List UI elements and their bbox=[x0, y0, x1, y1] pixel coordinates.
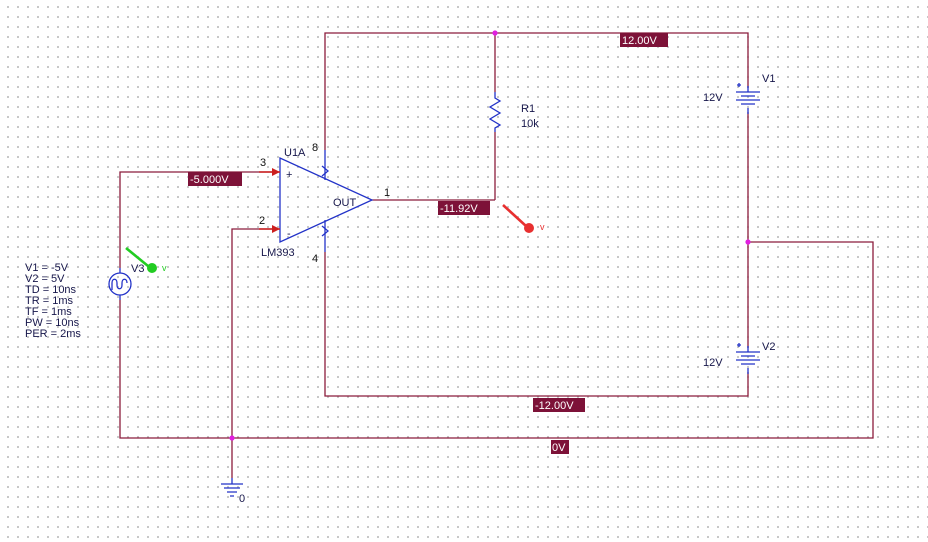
voltage-probe-green[interactable]: v bbox=[125, 246, 167, 273]
voltage-label-bg bbox=[551, 440, 569, 454]
source-param-v1: V1 = -5V bbox=[25, 262, 69, 274]
source-param-td: TD = 10ns bbox=[25, 284, 77, 296]
pin-inv-arrow bbox=[272, 225, 280, 233]
pulse-waveform-icon bbox=[111, 278, 128, 290]
voltage-label-ground-rail[interactable]: 0V bbox=[551, 440, 569, 454]
battery-plus-mark bbox=[737, 343, 741, 347]
battery-plus-mark bbox=[737, 83, 741, 87]
source-params: V1 = -5V V2 = 5V TD = 10ns TR = 1ms TF =… bbox=[25, 262, 81, 340]
voltage-label-bg bbox=[620, 33, 668, 47]
voltage-probe-red[interactable]: v bbox=[502, 204, 545, 233]
junction-dot bbox=[745, 239, 751, 245]
resistor-value: 10k bbox=[521, 118, 539, 130]
voltage-label-text: 12.00V bbox=[622, 35, 658, 47]
junctions bbox=[229, 30, 751, 441]
junction-dot bbox=[229, 435, 235, 441]
source-ref: V3 bbox=[131, 263, 144, 275]
wire-top-rail[interactable] bbox=[324, 32, 749, 150]
ground-symbol[interactable]: 0 bbox=[221, 478, 245, 505]
voltage-label-output[interactable]: -11.92V bbox=[438, 201, 490, 215]
ground-label: 0 bbox=[239, 493, 245, 505]
probe-head bbox=[147, 263, 157, 273]
junction-dot bbox=[492, 30, 498, 36]
probe-stem bbox=[125, 246, 149, 268]
source-param-tf: TF = 1ms bbox=[25, 306, 72, 318]
wire-input-noninv[interactable] bbox=[119, 171, 272, 268]
probe-head bbox=[524, 223, 534, 233]
pin-number-inv: 2 bbox=[259, 215, 265, 227]
vminus-arrow bbox=[321, 225, 330, 237]
wire-mid-to-right[interactable] bbox=[119, 241, 874, 439]
voltage-label-input[interactable]: -5.000V bbox=[188, 172, 242, 186]
battery-v1[interactable]: V1 12V bbox=[703, 73, 775, 114]
opamp-part: LM393 bbox=[261, 247, 295, 259]
plus-sign: + bbox=[286, 169, 292, 181]
battery-plates bbox=[736, 351, 760, 365]
minus-sign: - bbox=[287, 228, 291, 240]
voltage-label-text: -12.00V bbox=[535, 400, 574, 412]
ground-lines bbox=[221, 478, 243, 497]
voltage-label-text: -11.92V bbox=[440, 203, 478, 215]
voltage-label-bg bbox=[188, 172, 242, 186]
probe-stem bbox=[502, 204, 527, 227]
battery-v2[interactable]: V2 12V bbox=[703, 341, 775, 374]
voltage-label-top-rail[interactable]: 12.00V bbox=[620, 33, 668, 47]
voltage-label-text: 0V bbox=[552, 442, 566, 454]
wire-v2-bottom[interactable] bbox=[324, 252, 749, 397]
out-label: OUT bbox=[333, 197, 357, 209]
voltage-label-neg-rail[interactable]: -12.00V bbox=[533, 398, 585, 412]
opamp-u1a[interactable]: + - OUT U1A LM393 3 2 1 8 4 bbox=[259, 142, 390, 265]
source-param-v2: V2 = 5V bbox=[25, 273, 65, 285]
pin-number-noninv: 3 bbox=[260, 157, 266, 169]
battery-ref: V2 bbox=[762, 341, 775, 353]
opamp-ref: U1A bbox=[284, 147, 306, 159]
voltage-label-bg bbox=[438, 201, 490, 215]
pulse-source-v3[interactable]: V3 V1 = -5V V2 = 5V TD = 10ns TR = 1ms T… bbox=[25, 262, 144, 340]
resistor-symbol bbox=[488, 92, 502, 132]
source-param-pw: PW = 10ns bbox=[25, 317, 80, 329]
battery-value: 12V bbox=[703, 92, 723, 104]
resistor-ref: R1 bbox=[521, 103, 535, 115]
battery-plates bbox=[736, 91, 760, 105]
probe-mark: v bbox=[540, 222, 545, 232]
wire-input-inv[interactable] bbox=[231, 228, 272, 478]
resistor-r1[interactable]: R1 10k bbox=[488, 92, 539, 132]
source-param-per: PER = 2ms bbox=[25, 328, 81, 340]
voltage-label-bg bbox=[533, 398, 585, 412]
voltage-label-text: -5.000V bbox=[190, 174, 229, 186]
vplus-arrow bbox=[321, 165, 330, 177]
source-param-tr: TR = 1ms bbox=[25, 295, 73, 307]
wires bbox=[119, 32, 874, 478]
opamp-triangle bbox=[279, 156, 374, 244]
probe-mark: v bbox=[162, 263, 167, 273]
pin-noninv-arrow bbox=[272, 168, 280, 176]
pin-number-out: 1 bbox=[384, 187, 390, 199]
battery-value: 12V bbox=[703, 357, 723, 369]
pin-number-vplus: 8 bbox=[312, 142, 318, 154]
pin-number-vminus: 4 bbox=[312, 253, 318, 265]
battery-ref: V1 bbox=[762, 73, 775, 85]
